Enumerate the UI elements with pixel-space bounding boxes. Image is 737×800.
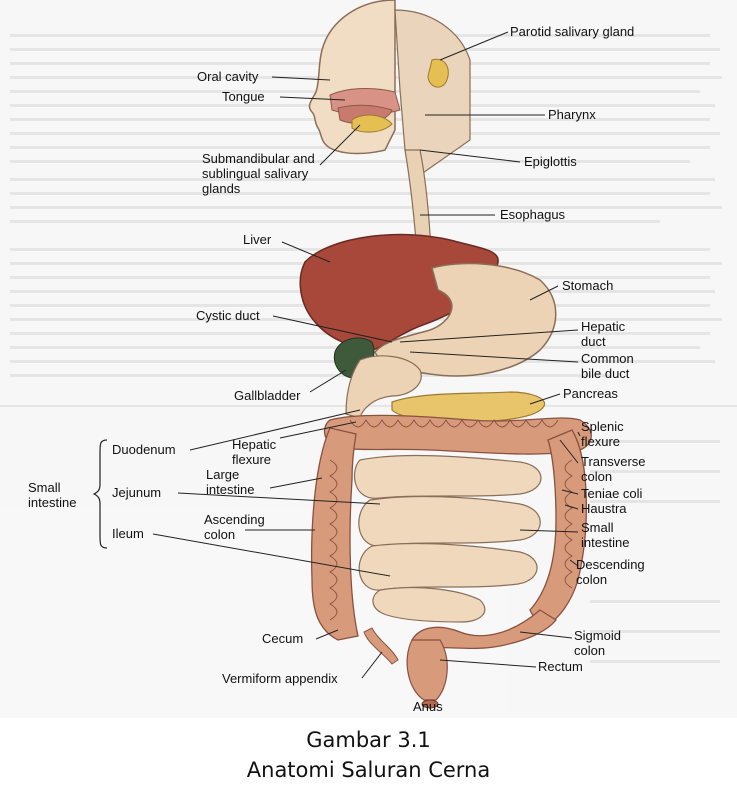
label-vermiform-appendix: Vermiform appendix bbox=[222, 671, 338, 686]
small-intestine bbox=[353, 454, 542, 623]
label-cystic-duct: Cystic duct bbox=[196, 308, 260, 323]
label-small-intestine: Small intestine bbox=[581, 520, 629, 550]
label-cecum: Cecum bbox=[262, 631, 303, 646]
label-ascending-colon: Ascending colon bbox=[204, 512, 268, 542]
leader-lines bbox=[152, 31, 581, 679]
caption-title: Anatomi Saluran Cerna bbox=[246, 758, 491, 782]
anus bbox=[421, 699, 439, 709]
label-gallbladder: Gallbladder bbox=[234, 388, 301, 403]
label-liver: Liver bbox=[243, 232, 272, 247]
label-esophagus: Esophagus bbox=[500, 207, 566, 222]
head-region bbox=[308, 0, 471, 176]
label-sigmoid-colon: Sigmoid colon bbox=[574, 628, 625, 658]
label-haustra: Haustra bbox=[581, 501, 627, 516]
label-splenic-flexure: Splenic flexure bbox=[581, 419, 627, 449]
label-transverse-colon: Transverse colon bbox=[581, 454, 649, 484]
label-common-bile-duct: Common bile duct bbox=[581, 351, 637, 381]
label-hepatic-duct: Hepatic duct bbox=[581, 319, 629, 349]
digestive-system-figure: Parotid salivary gland Oral cavity Tongu… bbox=[0, 0, 737, 714]
label-hepatic-flexure: Hepatic flexure bbox=[232, 437, 280, 467]
label-descending-colon: Descending colon bbox=[576, 557, 648, 587]
label-tongue: Tongue bbox=[222, 89, 265, 104]
caption-figure-number: Gambar 3.1 bbox=[306, 728, 431, 752]
label-small-intestine-group: Small intestine bbox=[28, 480, 76, 510]
label-pancreas: Pancreas bbox=[563, 386, 618, 401]
label-stomach: Stomach bbox=[562, 278, 613, 293]
small-intestine-brace bbox=[92, 439, 108, 549]
large-intestine bbox=[310, 414, 592, 651]
label-submandibular-glands: Submandibular and sublingual salivary gl… bbox=[202, 151, 318, 196]
label-large-intestine: Large intestine bbox=[206, 467, 254, 497]
label-rectum: Rectum bbox=[538, 659, 583, 674]
label-jejunum: Jejunum bbox=[112, 485, 161, 500]
label-epiglottis: Epiglottis bbox=[524, 154, 577, 169]
label-anus: Anus bbox=[413, 699, 443, 714]
haustra bbox=[329, 419, 573, 621]
figure-caption: Gambar 3.1 Anatomi Saluran Cerna bbox=[0, 725, 737, 785]
label-oral-cavity: Oral cavity bbox=[197, 69, 259, 84]
label-teniae-coli: Teniae coli bbox=[581, 486, 643, 501]
vermiform-appendix bbox=[363, 627, 399, 665]
duodenum bbox=[345, 355, 422, 419]
label-duodenum: Duodenum bbox=[112, 442, 176, 457]
label-ileum: Ileum bbox=[112, 526, 144, 541]
label-pharynx: Pharynx bbox=[548, 107, 596, 122]
liver bbox=[299, 233, 499, 351]
label-parotid-salivary-gland: Parotid salivary gland bbox=[510, 24, 634, 39]
stomach bbox=[374, 262, 557, 377]
rectum bbox=[406, 639, 448, 701]
